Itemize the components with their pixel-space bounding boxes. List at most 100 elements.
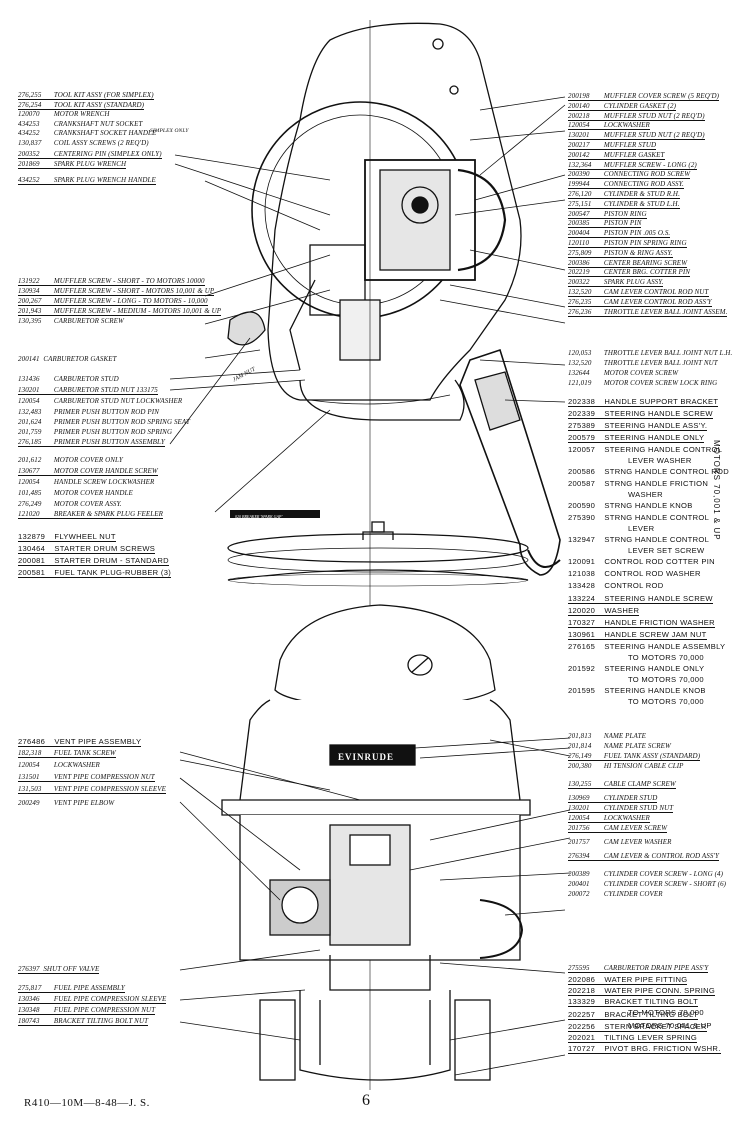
part-code: 200579 <box>568 433 596 442</box>
part-name: MUFFLER STUD <box>602 141 657 149</box>
part-name: FUEL PIPE COMPRESSION SLEEVE <box>52 995 167 1003</box>
page-number: 6 <box>362 1092 370 1109</box>
part-code: 276,185 <box>18 438 42 446</box>
part-name: CYLINDER COVER SCREW - LONG (4) <box>602 870 724 878</box>
part-name: MUFFLER STUD NUT (2 REQ'D) <box>602 111 705 120</box>
part-code: 200547 <box>568 209 590 218</box>
part-name: PISTON PIN .005 O.S. <box>602 229 671 238</box>
part-code: 276165 <box>568 642 596 651</box>
part-label: 131436 CARBURETOR STUD <box>18 376 119 383</box>
part-name: VENT PIPE ELBOW <box>52 799 115 807</box>
part-label: 202218 WATER PIPE CONN. SPRING <box>568 987 716 996</box>
part-code: 201,759 <box>18 428 42 436</box>
part-code: 201869 <box>18 159 40 168</box>
part-label: 131501 VENT PIPE COMPRESSION NUT <box>18 774 155 782</box>
part-code: 200390 <box>568 170 590 179</box>
part-name: MUFFLER SCREW - LONG - TO MOTORS - 10,00… <box>52 297 208 305</box>
part-name: LOCKWASHER <box>52 761 100 769</box>
part-label: 200,267 MUFFLER SCREW - LONG - TO MOTORS… <box>18 298 208 306</box>
part-name: MOTOR COVER HANDLE <box>52 489 133 497</box>
part-name: STEERING HANDLE CONTROL <box>602 445 723 454</box>
part-name: FUEL PIPE COMPRESSION NUT <box>52 1006 156 1014</box>
part-label: 202339 STEERING HANDLE SCREW <box>568 410 713 419</box>
part-code: 200072 <box>568 890 590 898</box>
part-name: CONTROL ROD WASHER <box>602 569 701 578</box>
part-code: 200385 <box>568 219 590 228</box>
part-code: 200081 <box>18 556 46 565</box>
part-label: 202086 WATER PIPE FITTING <box>568 976 688 985</box>
part-name: CRANKSHAFT SOCKET HANDLE <box>52 129 157 138</box>
part-label: 276165 STEERING HANDLE ASSEMBLY <box>568 643 725 651</box>
part-label: 130969 CYLINDER STUD <box>568 795 658 803</box>
part-code: 130,395 <box>18 317 42 325</box>
part-label: 200579 STEERING HANDLE ONLY <box>568 433 705 443</box>
part-code: 201756 <box>568 824 590 832</box>
part-label: 130,255 CABLE CLAMP SCREW <box>568 781 676 789</box>
part-name: STRNG HANDLE CONTROL <box>602 535 710 544</box>
part-name: PISTON & RING ASSY. <box>602 248 673 257</box>
part-code: 434252 <box>18 175 40 184</box>
leader-lines <box>169 96 571 1076</box>
part-code: 276,120 <box>568 190 592 198</box>
part-code: 275,817 <box>18 984 42 992</box>
part-label: 199944 CONNECTING ROD ASSY. <box>568 181 684 190</box>
part-code: 200590 <box>568 501 596 510</box>
part-label: 120054 LOCKWASHER <box>18 762 100 769</box>
part-code: 201757 <box>568 838 590 846</box>
part-name: STEERING HANDLE SCREW <box>602 409 713 418</box>
part-name: BRACKET TILTING BOLT NUT <box>52 1017 149 1025</box>
part-code: 133224 <box>568 594 596 603</box>
part-label-continuation: TO MOTORS 70,000 <box>628 653 704 662</box>
part-code: 200141 <box>18 355 40 363</box>
part-name: STRNG HANDLE FRICTION <box>602 479 709 488</box>
part-label: 130346 FUEL PIPE COMPRESSION SLEEVE <box>18 995 167 1004</box>
part-name: CENTER BEARING SCREW <box>602 258 688 267</box>
part-label: 200404 PISTON PIN .005 O.S. <box>568 229 671 239</box>
simplex-only-note: SIMPLEX ONLY <box>150 128 189 134</box>
part-code: 201,943 <box>18 307 42 315</box>
part-label: 275,151 CYLINDER & STUD L.H. <box>568 200 680 209</box>
part-label: 180743 BRACKET TILTING BOLT NUT <box>18 1017 149 1026</box>
part-label: 276394 CAM LEVER & CONTROL ROD ASS'Y <box>568 853 720 861</box>
part-name: HANDLE SCREW LOCKWASHER <box>52 478 155 486</box>
part-label: 121020 BREAKER & SPARK PLUG FEELER <box>18 511 163 519</box>
part-label: 276486 VENT PIPE ASSEMBLY <box>18 738 142 747</box>
part-name: MOTOR COVER SCREW LOCK RING <box>602 379 718 387</box>
part-code: 200249 <box>18 799 40 807</box>
part-name: SPARK PLUG ASSY. <box>602 278 664 287</box>
part-name: STEERING HANDLE KNOB <box>602 686 706 695</box>
part-name: BRACKET TILTING BOLT <box>602 1010 699 1019</box>
part-label: 200352 CENTERING PIN (SIMPLEX ONLY) <box>18 151 162 159</box>
part-name: CONTROL ROD COTTER PIN <box>602 557 715 566</box>
print-code: R410—10M—8-48—J. S. <box>24 1097 150 1109</box>
part-name: CARBURETOR GASKET <box>43 355 117 363</box>
part-label: 200386 CENTER BEARING SCREW <box>568 258 688 268</box>
part-name: CARBURETOR STUD NUT 133175 <box>52 386 158 394</box>
part-label: 130201 CYLINDER STUD NUT <box>568 804 674 813</box>
top-motor-drawing <box>227 20 561 1090</box>
part-code: 200389 <box>568 870 590 878</box>
part-label: 201595 STEERING HANDLE KNOB <box>568 687 706 695</box>
part-name: CARBURETOR STUD NUT LOCKWASHER <box>52 397 183 405</box>
part-code: 132644 <box>568 369 590 377</box>
part-label: 120054 CARBURETOR STUD NUT LOCKWASHER <box>18 398 182 405</box>
part-code: 130201 <box>568 804 590 812</box>
part-name: STEERING HANDLE ASSEMBLY <box>602 642 726 651</box>
part-code: 200142 <box>568 150 590 159</box>
part-code: 434252 <box>18 129 40 138</box>
part-name: TILTING LEVER SPRING <box>602 1033 698 1042</box>
part-label: 170727 PIVOT BRG. FRICTION WSHR. <box>568 1045 721 1054</box>
part-name: BRACKET TILTING BOLT <box>602 997 699 1006</box>
part-code: 120054 <box>568 121 590 130</box>
part-label: 201,612 MOTOR COVER ONLY <box>18 457 123 464</box>
part-code: 131501 <box>18 773 40 781</box>
part-label: 101,485 MOTOR COVER HANDLE <box>18 490 133 497</box>
part-code: 120091 <box>568 557 596 566</box>
part-code: 275,809 <box>568 248 592 257</box>
part-name: MOTOR WRENCH <box>52 110 110 119</box>
part-label: 434252 SPARK PLUG WRENCH HANDLE <box>18 175 156 185</box>
part-label-continuation: WASHER <box>628 490 663 499</box>
part-label: 132879 FLYWHEEL NUT <box>18 533 116 542</box>
motors-note: MOTORS 70,001 & UP <box>712 440 721 541</box>
